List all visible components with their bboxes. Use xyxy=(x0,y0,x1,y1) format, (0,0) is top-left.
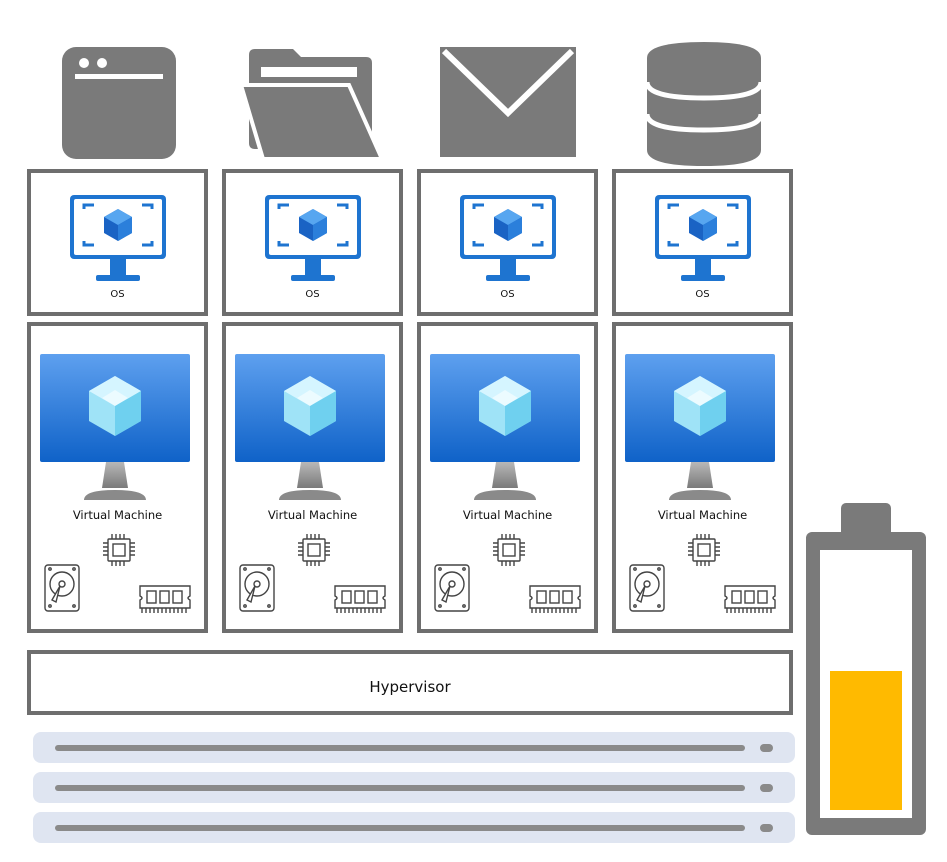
hard-disk-icon xyxy=(239,564,275,612)
hypervisor-box: Hypervisor xyxy=(27,650,793,715)
cpu-chip-icon xyxy=(688,534,720,566)
os-label: OS xyxy=(305,289,320,300)
vm-box-4: Virtual Machine xyxy=(612,322,793,633)
azure-os-monitor-icon xyxy=(265,195,361,281)
vm-box-1: Virtual Machine xyxy=(27,322,208,633)
browser-window-icon xyxy=(62,47,176,159)
virtual-machine-label: Virtual Machine xyxy=(657,508,748,522)
virtual-machine-monitor-icon xyxy=(625,354,775,500)
os-box-4: OS xyxy=(612,169,793,316)
hard-disk-icon xyxy=(44,564,80,612)
folder-icon xyxy=(238,49,386,161)
os-label: OS xyxy=(500,289,515,300)
memory-ram-icon xyxy=(334,585,386,613)
cpu-chip-icon xyxy=(103,534,135,566)
azure-os-monitor-icon xyxy=(70,195,166,281)
virtual-machine-label: Virtual Machine xyxy=(72,508,163,522)
virtual-machine-label: Virtual Machine xyxy=(267,508,358,522)
rack-led xyxy=(760,824,773,832)
virtual-machine-monitor-icon xyxy=(430,354,580,500)
database-icon xyxy=(644,42,764,166)
virtual-machine-label: Virtual Machine xyxy=(462,508,553,522)
hard-disk-icon xyxy=(434,564,470,612)
vm-box-3: Virtual Machine xyxy=(417,322,598,633)
rack-led xyxy=(760,784,773,792)
battery-icon xyxy=(806,503,926,835)
rack-slot xyxy=(55,825,745,831)
azure-os-monitor-icon xyxy=(655,195,751,281)
battery-fill xyxy=(830,671,902,810)
azure-os-monitor-icon xyxy=(460,195,556,281)
hypervisor-label: Hypervisor xyxy=(369,678,451,696)
os-box-1: OS xyxy=(27,169,208,316)
rack-led xyxy=(760,744,773,752)
rack-slot xyxy=(55,785,745,791)
mail-envelope-icon xyxy=(440,47,576,157)
os-box-3: OS xyxy=(417,169,598,316)
rack-slot xyxy=(55,745,745,751)
vm-box-2: Virtual Machine xyxy=(222,322,403,633)
server-rack-unit xyxy=(33,812,795,843)
cpu-chip-icon xyxy=(493,534,525,566)
virtual-machine-monitor-icon xyxy=(235,354,385,500)
os-box-2: OS xyxy=(222,169,403,316)
server-rack-unit xyxy=(33,772,795,803)
virtual-machine-monitor-icon xyxy=(40,354,190,500)
cpu-chip-icon xyxy=(298,534,330,566)
os-label: OS xyxy=(110,289,125,300)
os-label: OS xyxy=(695,289,710,300)
memory-ram-icon xyxy=(724,585,776,613)
memory-ram-icon xyxy=(529,585,581,613)
server-rack-unit xyxy=(33,732,795,763)
hard-disk-icon xyxy=(629,564,665,612)
memory-ram-icon xyxy=(139,585,191,613)
